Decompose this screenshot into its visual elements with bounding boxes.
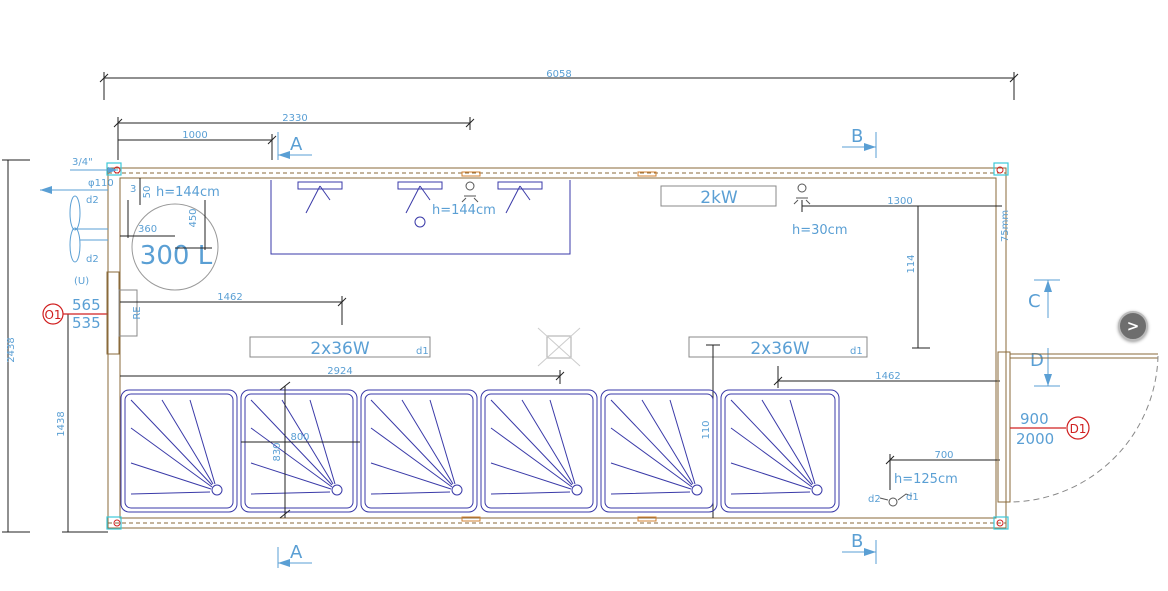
shower-tray[interactable] bbox=[480, 389, 598, 513]
svg-text:1300: 1300 bbox=[887, 196, 912, 207]
svg-text:A: A bbox=[290, 134, 303, 155]
svg-text:d2: d2 bbox=[868, 494, 881, 505]
tap-1 bbox=[297, 181, 343, 214]
door-height: 2000 bbox=[1016, 430, 1054, 448]
tap-3 bbox=[497, 181, 543, 214]
dim-2924: 2924 bbox=[120, 366, 565, 384]
heater-label: 2kW bbox=[700, 188, 738, 208]
sink-height-label: h=144cm bbox=[432, 203, 496, 218]
svg-text:B: B bbox=[851, 531, 863, 552]
sink-counter[interactable]: h=144cm bbox=[270, 180, 571, 255]
section-marker-b-bottom: B bbox=[842, 531, 877, 564]
svg-text:(U): (U) bbox=[74, 276, 89, 287]
svg-text:3: 3 bbox=[130, 184, 136, 195]
svg-text:d1: d1 bbox=[416, 346, 429, 357]
water-boiler[interactable]: 300 L 360 450 50 3 h=144cm bbox=[120, 178, 220, 291]
dim-2330-label: 2330 bbox=[282, 113, 307, 124]
svg-text:2924: 2924 bbox=[327, 366, 352, 377]
svg-text:2438: 2438 bbox=[6, 337, 17, 362]
next-arrow-button[interactable]: > bbox=[1118, 311, 1148, 341]
svg-text:φ110: φ110 bbox=[88, 178, 114, 189]
shower-tray[interactable] bbox=[360, 389, 478, 513]
dim-1462-left: 1462 bbox=[120, 292, 347, 325]
svg-text:D: D bbox=[1030, 350, 1044, 371]
window-height: 535 bbox=[72, 314, 101, 332]
svg-text:800: 800 bbox=[290, 432, 309, 443]
section-marker-a-bottom: A bbox=[277, 542, 312, 568]
overall-length-label: 6058 bbox=[546, 69, 571, 80]
dim-1462-right: 1462 bbox=[773, 366, 1000, 388]
section-marker-c: C bbox=[1028, 279, 1060, 318]
svg-text:d1: d1 bbox=[906, 492, 919, 503]
shower-tray[interactable] bbox=[720, 389, 840, 513]
svg-text:d2: d2 bbox=[86, 195, 99, 206]
svg-text:3/4": 3/4" bbox=[72, 157, 93, 168]
left-pipes: 3/4" φ110 d2 d2 (U) bbox=[40, 157, 118, 287]
window-width: 565 bbox=[72, 296, 101, 314]
dim-shower-tray: 800 830 bbox=[241, 381, 360, 519]
light-fixture-left[interactable]: 2x36W d1 bbox=[249, 336, 431, 359]
window-o1[interactable]: O1 565 535 RE bbox=[42, 271, 143, 355]
svg-text:360: 360 bbox=[138, 224, 157, 235]
socket-icon bbox=[461, 181, 479, 203]
left-vertical-dimensions: 2438 1438 bbox=[2, 159, 108, 533]
socket-height-label: h=30cm bbox=[792, 223, 848, 238]
svg-text:830: 830 bbox=[272, 442, 283, 461]
svg-text:114: 114 bbox=[906, 254, 917, 273]
shower-tray[interactable] bbox=[120, 389, 238, 513]
svg-text:1462: 1462 bbox=[217, 292, 242, 303]
door-d1[interactable]: D1 900 2000 bbox=[997, 351, 1159, 503]
container-walls bbox=[106, 162, 1009, 530]
shower-tray[interactable] bbox=[240, 389, 358, 513]
svg-text:d2: d2 bbox=[86, 254, 99, 265]
socket-icon bbox=[793, 183, 811, 205]
svg-text:75mm: 75mm bbox=[1000, 210, 1011, 242]
chevron-right-icon: > bbox=[1126, 317, 1140, 335]
tap-2 bbox=[397, 181, 443, 214]
fixture-height-label: h=125cm bbox=[894, 472, 958, 487]
right-bottom-fixture: 700 h=125cm d2 d1 bbox=[868, 450, 1000, 507]
section-marker-a-top: A bbox=[277, 132, 312, 160]
re-panel: RE bbox=[132, 306, 143, 319]
boiler-label: 300 L bbox=[140, 241, 213, 271]
right-socket: 1300 h=30cm 114 75mm bbox=[792, 183, 1011, 349]
window-tag: O1 bbox=[44, 308, 61, 322]
light-fixture-right[interactable]: 2x36W d1 bbox=[688, 336, 868, 359]
floor-drain-icon bbox=[537, 327, 581, 367]
svg-text:1462: 1462 bbox=[875, 371, 900, 382]
svg-text:C: C bbox=[1028, 291, 1041, 312]
boiler-height-label: h=144cm bbox=[156, 185, 220, 200]
top-left-dimensions: 2330 1000 bbox=[113, 113, 475, 160]
door-width: 900 bbox=[1020, 410, 1049, 428]
overall-length-dimension: 6058 bbox=[99, 69, 1019, 100]
door-tag: D1 bbox=[1070, 422, 1087, 436]
svg-text:1438: 1438 bbox=[56, 411, 67, 436]
svg-text:700: 700 bbox=[934, 450, 953, 461]
svg-text:50: 50 bbox=[142, 186, 153, 199]
svg-text:110: 110 bbox=[701, 420, 712, 439]
svg-text:B: B bbox=[851, 126, 863, 147]
svg-text:A: A bbox=[290, 542, 303, 563]
svg-text:d1: d1 bbox=[850, 346, 863, 357]
light-right-label: 2x36W bbox=[750, 339, 810, 359]
section-marker-d: D bbox=[1030, 348, 1060, 387]
shower-tray[interactable] bbox=[600, 389, 718, 513]
light-left-label: 2x36W bbox=[310, 339, 370, 359]
heater[interactable]: 2kW bbox=[660, 185, 777, 208]
dim-1000-label: 1000 bbox=[182, 130, 207, 141]
svg-text:450: 450 bbox=[188, 208, 199, 227]
section-marker-b-top: B bbox=[842, 126, 877, 158]
